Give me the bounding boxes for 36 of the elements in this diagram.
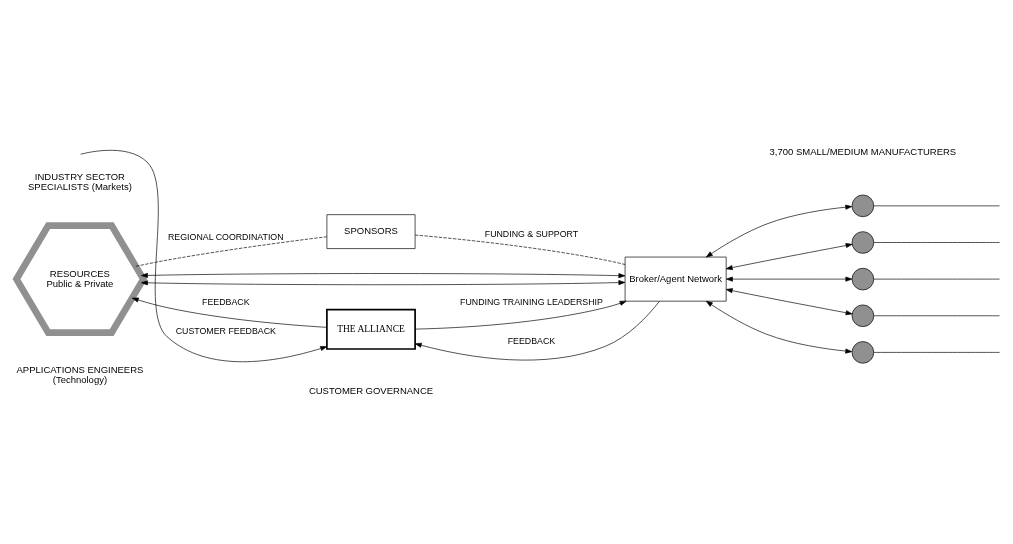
connector — [873, 278, 1000, 280]
arrow — [141, 280, 626, 286]
arrow — [414, 300, 660, 361]
arrow — [80, 150, 328, 363]
node-box: SPONSORS — [326, 214, 416, 249]
connector — [873, 242, 1000, 243]
node-circle — [851, 304, 875, 327]
label: 3,700 SMALL/MEDIUM MANUFACTURERS — [769, 146, 957, 158]
node-circle — [851, 231, 875, 254]
edge-label: FUNDING & SUPPORT — [484, 229, 579, 240]
node-box: THE ALLIANCE — [326, 308, 416, 350]
arrow — [725, 243, 853, 271]
node-label: INDUSTRY SECTOR SPECIALISTS (Markets) — [28, 171, 132, 193]
label: CUSTOMER GOVERNANCE — [308, 384, 434, 396]
arrow — [725, 288, 853, 316]
connector — [873, 205, 1000, 207]
arrow — [141, 272, 626, 279]
node-circle — [851, 194, 875, 218]
edge-label: FEEDBACK — [202, 297, 250, 308]
arrow — [705, 204, 853, 258]
arrow — [705, 300, 853, 354]
connector — [873, 315, 1000, 317]
connector — [414, 234, 626, 265]
edge-label: CUSTOMER FEEDBACK — [175, 326, 276, 337]
arrow — [131, 297, 328, 328]
connector — [135, 236, 328, 267]
edge-label: FUNDING TRAINING LEADERSHIP — [460, 297, 603, 308]
edge-label: REGIONAL COORDINATION — [168, 232, 284, 243]
edge-label: FEEDBACK — [507, 335, 556, 346]
node-circle — [851, 267, 875, 291]
connector — [873, 352, 1000, 353]
node-circle — [851, 341, 875, 364]
node-box: Broker/Agent Network — [624, 256, 727, 302]
node-label: APPLICATIONS ENGINEERS (Technology) — [16, 363, 144, 386]
arrow — [726, 276, 853, 282]
arrow — [414, 300, 627, 330]
